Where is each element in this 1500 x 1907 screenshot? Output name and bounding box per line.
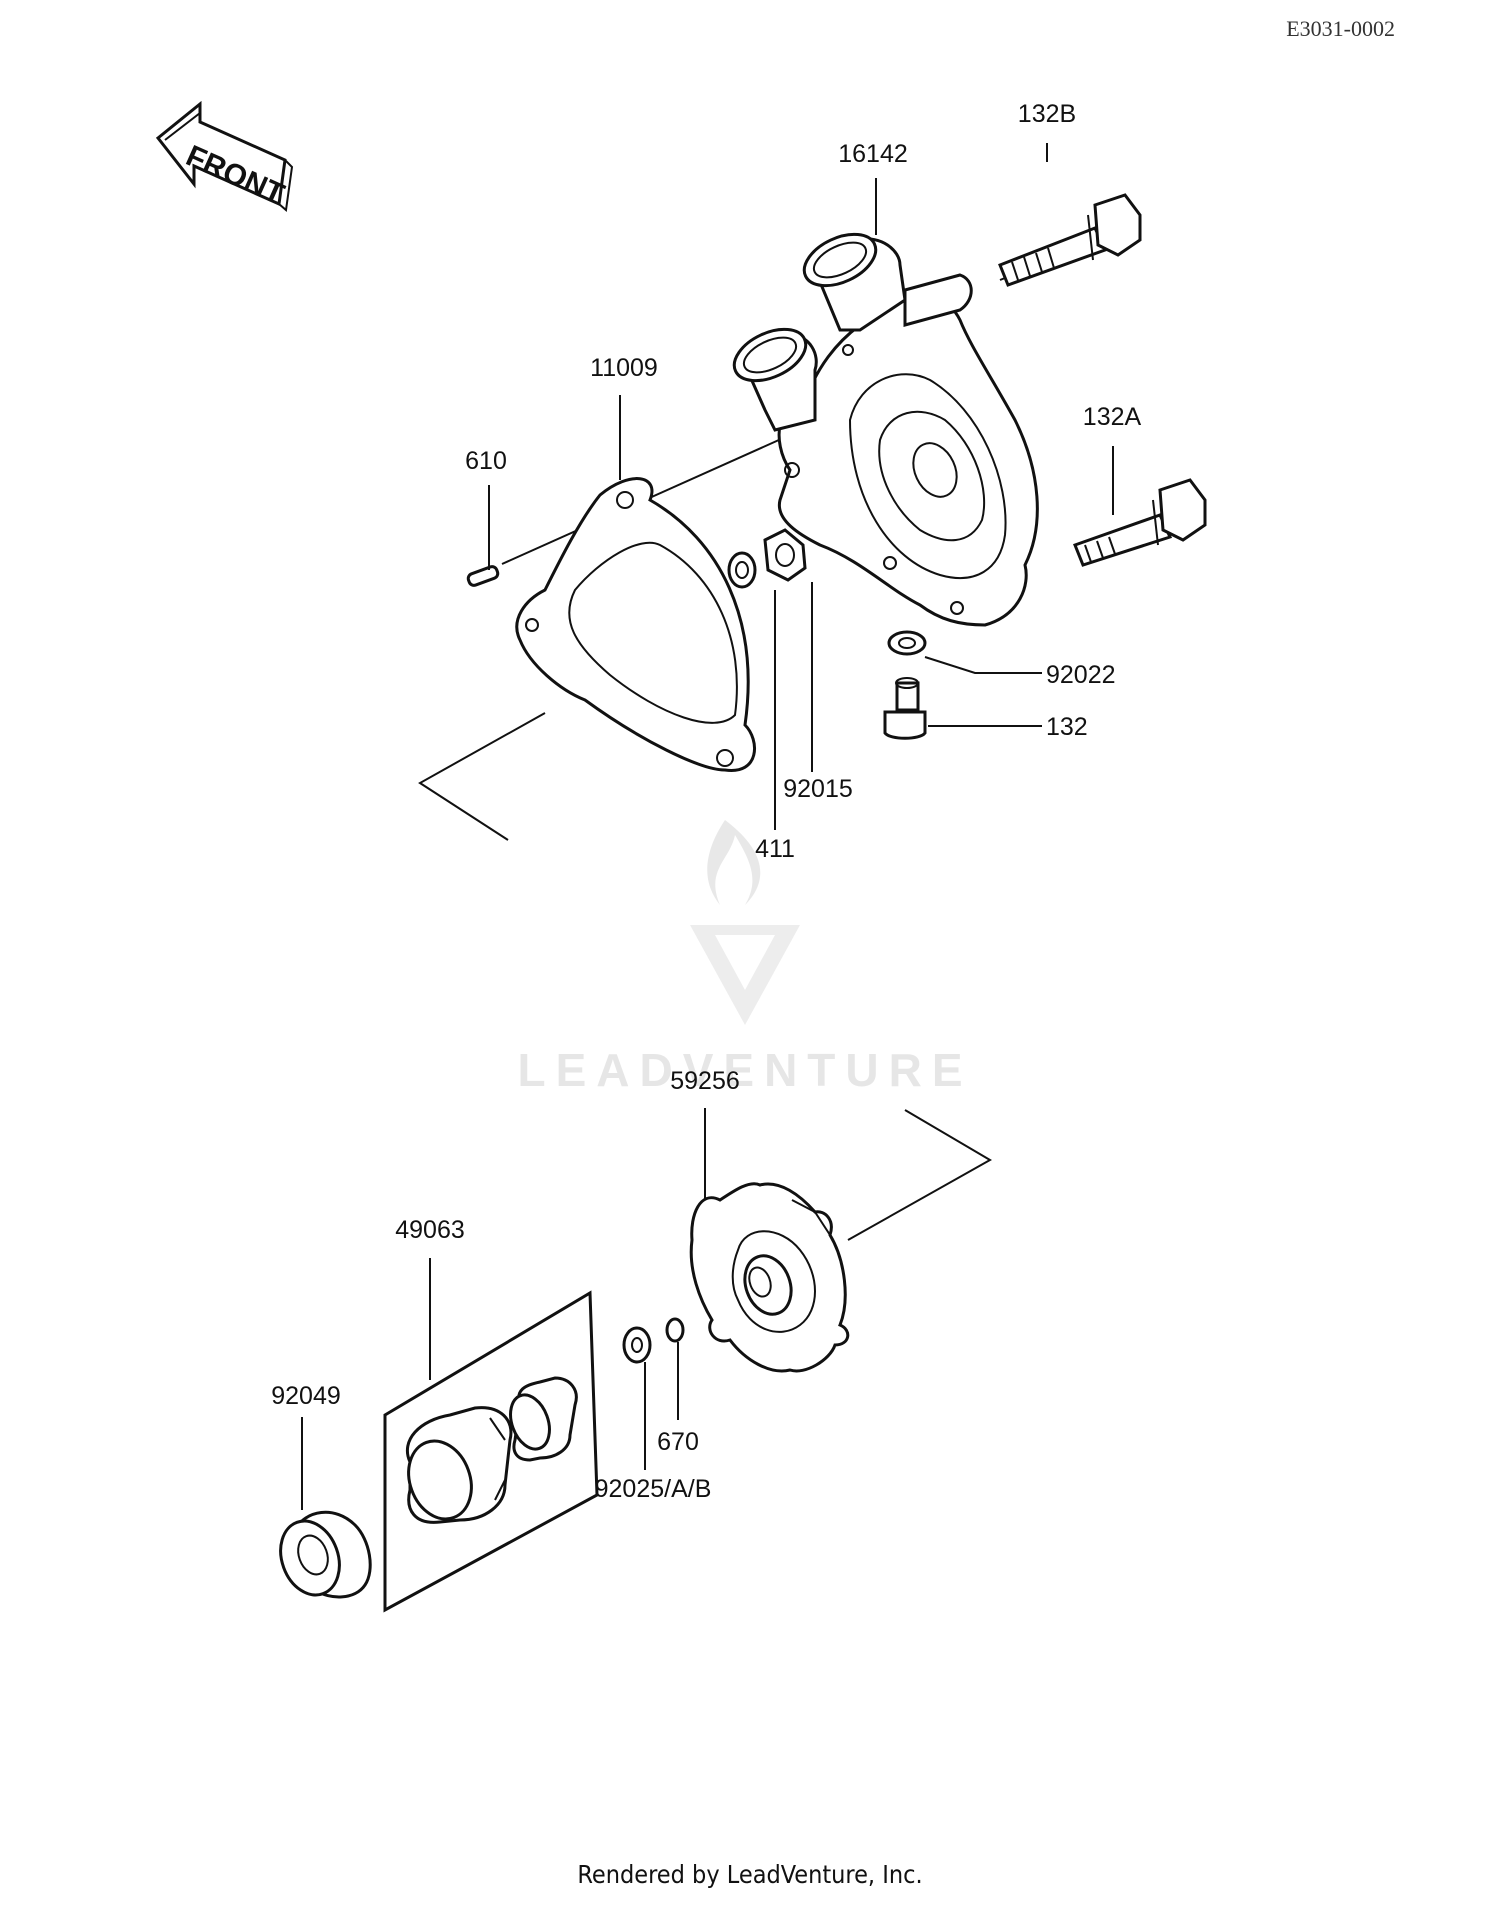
- oil-seal-92049: [279, 1510, 372, 1599]
- label-59256: 59256: [670, 1067, 740, 1095]
- label-132: 132: [1046, 713, 1088, 741]
- gasket-11009: [515, 477, 757, 772]
- bolt-132A: [1073, 478, 1207, 567]
- label-92022: 92022: [1046, 661, 1116, 689]
- label-610: 610: [465, 447, 507, 475]
- label-132B: 132B: [1018, 100, 1076, 128]
- label-92025: 92025/A/B: [595, 1475, 712, 1503]
- watermark-text: LEADVENTURE: [517, 1044, 972, 1096]
- washer-92025: [622, 1326, 652, 1364]
- circlip-670: [665, 1317, 685, 1343]
- label-92015: 92015: [783, 775, 853, 803]
- label-411: 411: [755, 835, 795, 863]
- bolt-132B: [998, 193, 1142, 287]
- label-49063: 49063: [395, 1216, 465, 1244]
- nut-92015: [763, 528, 807, 582]
- pump-housing-16142: [732, 232, 1039, 627]
- mechanical-seal-49063: [383, 1290, 599, 1613]
- footer-credit: Rendered by LeadVenture, Inc.: [577, 1860, 923, 1889]
- washer-411: [727, 551, 757, 589]
- bolt-132: [883, 677, 927, 740]
- leader-92022: [924, 656, 1042, 674]
- pin-610: [466, 565, 500, 587]
- watermark-logo: LEADVENTURE: [517, 820, 972, 1096]
- washer-92022: [887, 630, 927, 656]
- diagram-code: E3031-0002: [1286, 16, 1395, 41]
- impeller-59256: [689, 1182, 850, 1373]
- bracket-line-upper: [418, 712, 546, 841]
- label-11009: 11009: [590, 354, 658, 382]
- label-132A: 132A: [1083, 403, 1142, 431]
- front-arrow-icon: FRONT: [155, 100, 294, 212]
- label-670: 670: [657, 1428, 699, 1456]
- label-16142: 16142: [838, 140, 908, 168]
- bracket-line-lower: [847, 1109, 993, 1241]
- label-92049: 92049: [271, 1382, 341, 1410]
